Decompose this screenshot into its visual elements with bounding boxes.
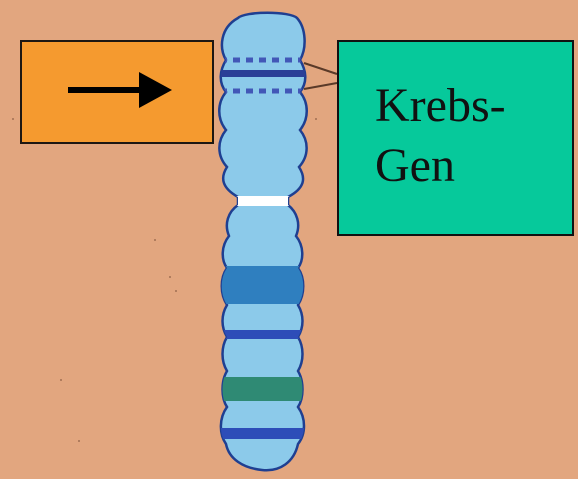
krebs-gen-label-box: Krebs- Gen <box>337 40 574 236</box>
band-teal-large <box>220 266 310 304</box>
background-speck <box>60 379 62 381</box>
band-green <box>220 377 310 401</box>
arrow-callout-box <box>20 40 214 144</box>
background-speck <box>78 440 80 442</box>
chromosome-body <box>219 13 307 471</box>
background-speck <box>169 276 171 278</box>
chromosome-icon <box>219 13 310 471</box>
annotation-lines <box>304 63 337 89</box>
band-dark-1 <box>220 70 310 77</box>
band-dark-3 <box>220 428 310 439</box>
krebs-gen-label: Krebs- Gen <box>375 76 555 196</box>
background-speck <box>175 290 177 292</box>
right-arrow-icon <box>22 42 212 142</box>
background-speck <box>315 118 317 120</box>
band-dark-2 <box>220 330 310 339</box>
background-speck <box>154 239 156 241</box>
centromere-band <box>236 196 291 206</box>
background-speck <box>12 118 14 120</box>
